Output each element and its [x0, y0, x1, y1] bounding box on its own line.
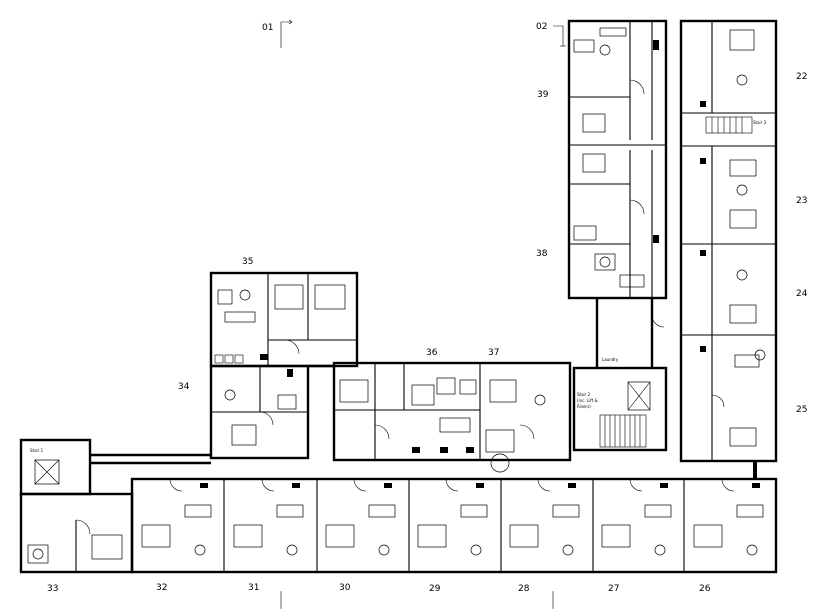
unit-label-24: 24 — [796, 289, 808, 299]
unit-label-23: 23 — [796, 196, 807, 206]
room-label-stair-1: Stair 1 — [30, 448, 44, 453]
section-marker-01: 01 — [262, 19, 293, 48]
section-label-01: 01 — [262, 23, 273, 33]
room-label-stair-2-risers: Risers) — [577, 404, 591, 409]
unit-labels: 22 23 24 25 26 27 28 29 30 31 32 33 34 3… — [47, 72, 808, 594]
unit-label-26: 26 — [699, 584, 711, 594]
unit-label-36: 36 — [426, 348, 438, 358]
stair-2 — [599, 414, 647, 448]
unit-label-28: 28 — [518, 584, 530, 594]
wing-units-22-25: Stair 3 — [679, 19, 778, 479]
stair-3: Stair 3 — [705, 116, 767, 134]
unit-label-27: 27 — [608, 584, 619, 594]
room-label-stair-2-lift: (inc. Lift & — [577, 398, 598, 403]
stair-1: Stair 1 — [19, 438, 92, 496]
unit-label-22: 22 — [796, 72, 807, 82]
wing-units-26-32 — [130, 477, 778, 574]
unit-label-31: 31 — [248, 583, 259, 593]
block-unit-35 — [209, 271, 359, 368]
section-marker-02: 02 — [536, 22, 566, 47]
block-unit-33 — [19, 492, 134, 574]
unit-label-33: 33 — [47, 584, 58, 594]
unit-label-30: 30 — [339, 583, 351, 593]
wing-units-38-39 — [567, 19, 668, 300]
room-label-stair-2: Stair 2 — [577, 392, 591, 397]
corridor-west — [90, 364, 334, 465]
unit-label-37: 37 — [488, 348, 499, 358]
section-marker-bottom — [280, 591, 554, 609]
unit-label-35: 35 — [242, 257, 253, 267]
unit-label-38: 38 — [536, 249, 548, 259]
unit-label-29: 29 — [429, 584, 441, 594]
unit-label-34: 34 — [178, 382, 190, 392]
room-label-laundry: Laundry — [602, 357, 619, 362]
block-units-36-37 — [332, 361, 572, 473]
unit-label-32: 32 — [156, 583, 167, 593]
room-label-stair-3: Stair 3 — [753, 120, 767, 125]
service-core: Laundry Stair 2 (inc. Lift & Risers) — [572, 298, 668, 452]
unit-label-25: 25 — [796, 405, 807, 415]
unit-label-39: 39 — [537, 90, 549, 100]
section-label-02: 02 — [536, 22, 547, 32]
block-unit-34 — [209, 364, 310, 460]
